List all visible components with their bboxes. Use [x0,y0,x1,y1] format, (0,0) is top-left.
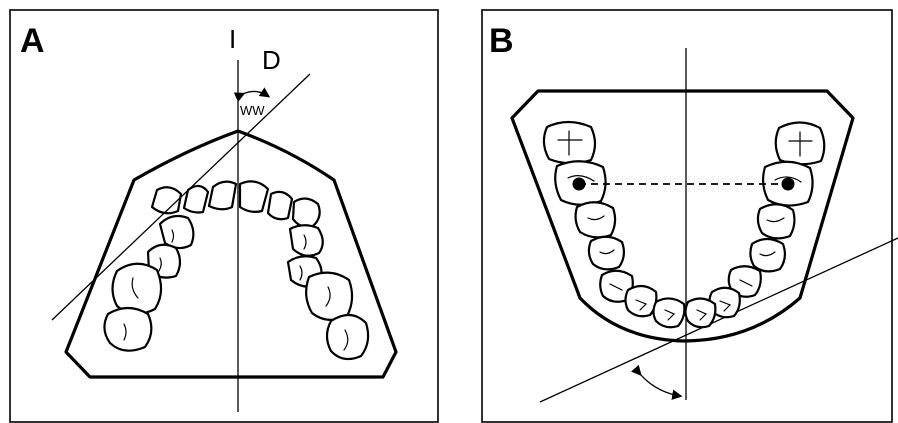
maxillary-cast-outline [64,129,398,379]
tooth [652,297,686,329]
tooth [305,271,354,321]
tooth [624,284,658,318]
panel-b-frame [481,9,893,423]
angle-arc-arrow [233,87,271,102]
tooth [158,214,195,250]
tangent-line [539,237,898,403]
tooth [103,306,153,352]
panel-a-letter: A [20,22,45,60]
tooth [727,265,762,298]
mandibular-cast-outline [510,89,855,343]
tooth [207,180,238,211]
maxillary-teeth [103,180,370,361]
diagonal-line-d [51,73,311,321]
left-molar-point [572,177,586,191]
tooth [684,297,717,329]
tooth [150,186,183,215]
angle-arc-arrow-b [630,364,683,400]
panel-b: B [481,9,898,423]
midline-label: I [229,24,236,54]
tooth [238,180,270,213]
mandibular-tooth-grooves [557,130,813,321]
tooth [182,184,210,214]
panel-a: A [9,9,439,423]
tooth [291,197,321,228]
right-molar-point [781,177,795,191]
tooth [266,190,294,221]
mandibular-teeth [542,120,826,329]
angle-label: WW [240,103,265,118]
diagonal-label: D [262,45,281,75]
panel-b-letter: B [489,22,514,60]
maxillary-tooth-grooves [123,229,349,351]
tooth [111,262,163,315]
panel-a-frame [9,9,439,423]
